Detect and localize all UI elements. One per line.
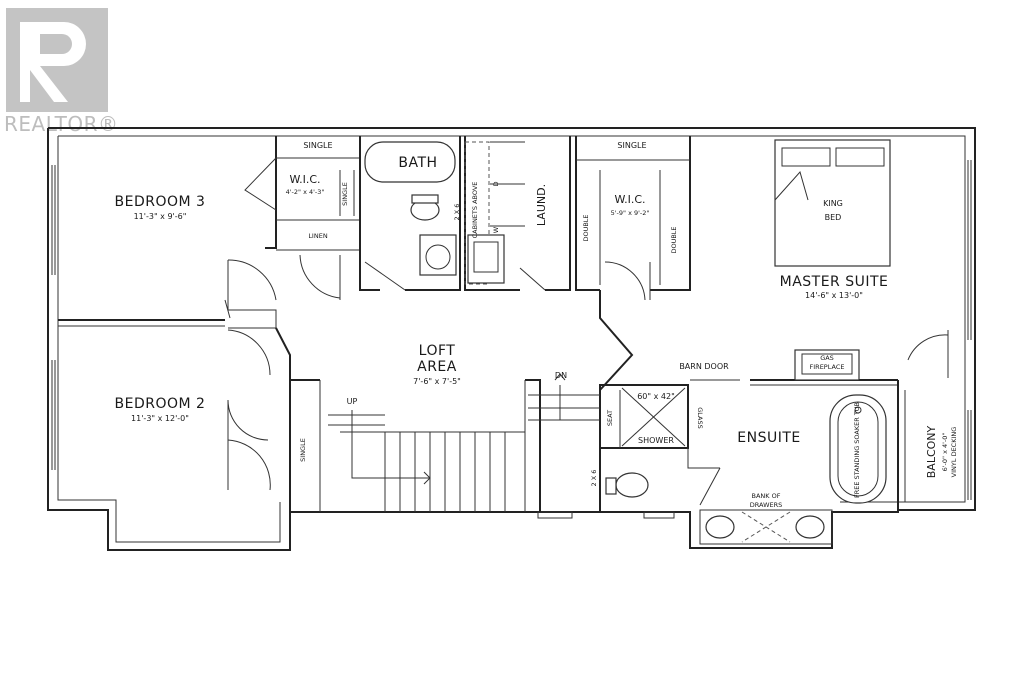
staircase — [328, 373, 600, 512]
stair-down-label: DN — [555, 371, 567, 380]
bath-name: BATH — [398, 155, 437, 171]
gas-fireplace-line2: FIREPLACE — [810, 363, 845, 371]
glass-label: GLASS — [696, 407, 704, 429]
single-stair: SINGLE — [299, 438, 307, 462]
single-top-left: SINGLE — [303, 141, 332, 150]
wic2-dims: 5'-9" x 9'-2" — [611, 209, 650, 217]
bank-of-drawers-line2: DRAWERS — [750, 501, 783, 509]
king-bed-line2: BED — [825, 213, 842, 222]
dryer-label: D — [492, 181, 500, 186]
doors — [227, 254, 949, 491]
wic1-dims: 4'-2" x 4'-3" — [286, 188, 325, 196]
wic1-name: W.I.C. — [289, 173, 320, 186]
single-top-right: SINGLE — [617, 141, 646, 150]
soaker-tub-label: FREE STANDING SOAKER TUB — [853, 402, 861, 498]
ensuite-name: ENSUITE — [737, 430, 800, 446]
double-left: DOUBLE — [582, 214, 590, 241]
washer-label: W — [492, 226, 500, 233]
bedroom3-name: BEDROOM 3 — [115, 194, 206, 210]
balcony-dims: 6'-0" x 4'-0" — [941, 433, 949, 472]
stair-up-label: UP — [347, 397, 358, 406]
barn-door-label: BARN DOOR — [679, 362, 729, 371]
bank-of-drawers-line1: BANK OF — [752, 492, 781, 500]
shower-size: 60" x 42" — [637, 392, 675, 401]
wic2-name: W.I.C. — [614, 193, 645, 206]
single-wic: SINGLE — [341, 182, 349, 206]
two-by-six-bath: 2 X 6 — [453, 204, 461, 221]
double-right: DOUBLE — [670, 226, 678, 253]
loft-dims: 7'-6" x 7'-5" — [413, 377, 461, 386]
seat-label: SEAT — [606, 410, 614, 426]
loft-name-line2: AREA — [417, 359, 457, 375]
king-bed-line1: KING — [823, 199, 843, 208]
laundry-name: LAUND. — [535, 184, 548, 226]
cabinets-above-label: CABINETS ABOVE — [471, 182, 479, 239]
fixtures — [364, 139, 891, 539]
realtor-watermark-text: REALTOR® — [4, 112, 119, 136]
gas-fireplace-line1: GAS — [820, 354, 834, 362]
linen-label: LINEN — [308, 232, 328, 240]
loft-name-line1: LOFT — [419, 343, 456, 359]
shower-label: SHOWER — [638, 436, 674, 445]
balcony-note: VINYL DECKING — [950, 427, 958, 478]
master-dims: 14'-6" x 13'-0" — [805, 291, 863, 300]
bedroom3-dims: 11'-3" x 9'-6" — [134, 212, 187, 221]
bedroom2-dims: 11'-3" x 12'-0" — [131, 414, 189, 423]
two-by-six-ensuite: 2 X 6 — [590, 470, 598, 487]
master-name: MASTER SUITE — [780, 274, 889, 290]
bedroom2-name: BEDROOM 2 — [115, 396, 206, 412]
outer-walls — [47, 127, 976, 551]
interior-walls — [58, 136, 906, 545]
balcony-name: BALCONY — [925, 425, 938, 478]
realtor-logo-icon — [6, 8, 108, 112]
